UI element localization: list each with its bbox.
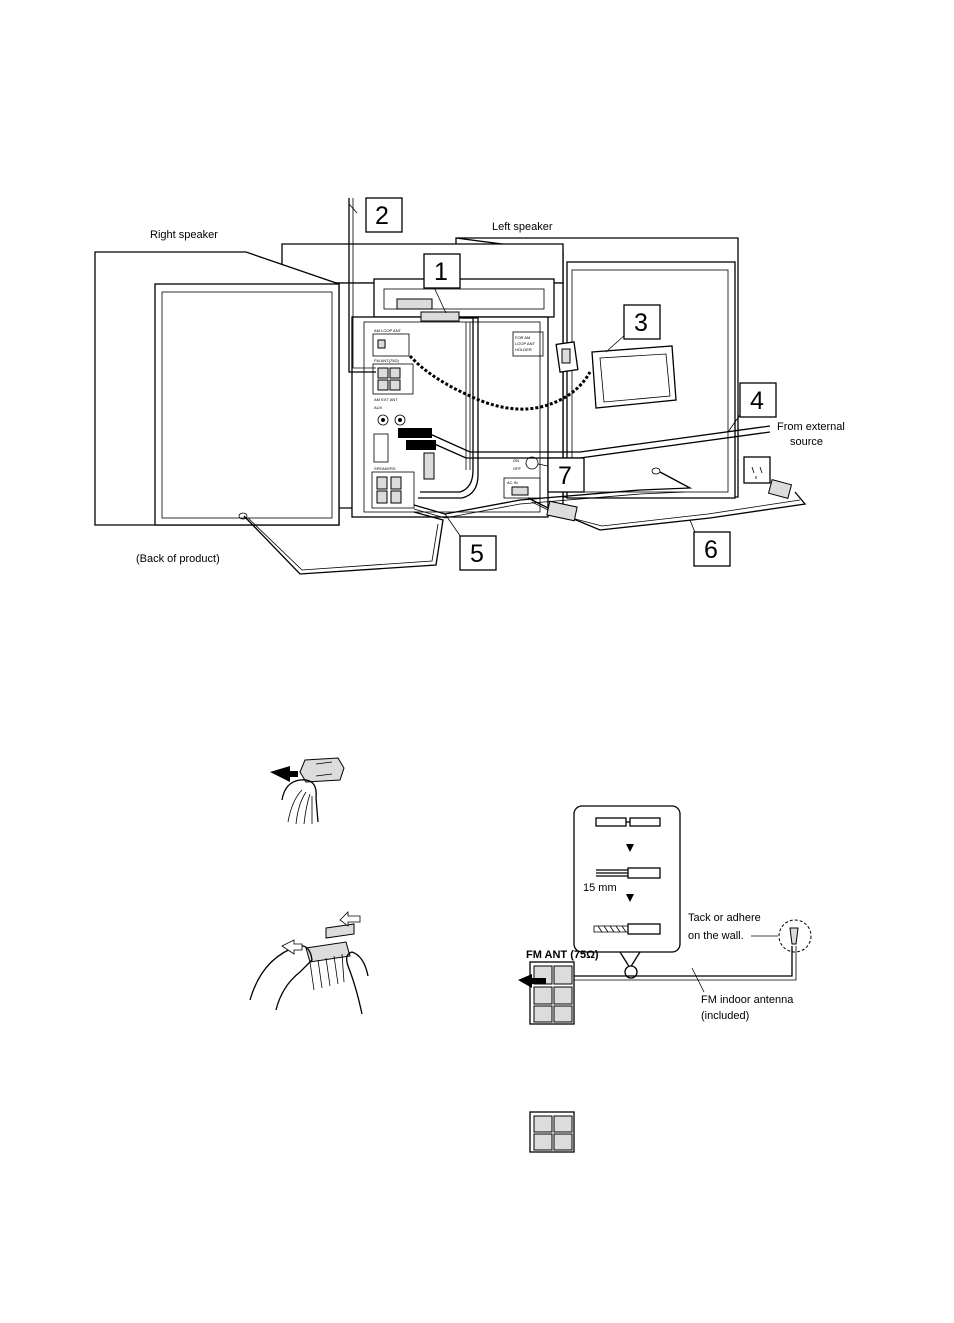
left-speaker-label: Left speaker bbox=[492, 221, 553, 233]
strip-length-label: 15 mm bbox=[583, 882, 617, 894]
callout-5: 5 bbox=[460, 536, 496, 570]
switch-on-label: ON bbox=[513, 458, 519, 463]
am-ext-label: AM EXT ANT bbox=[374, 397, 398, 402]
am-loop-label: AM LOOP ANT bbox=[374, 328, 402, 333]
fm-ant-label: FM ANT(75Ω) bbox=[374, 358, 399, 363]
connector-insert-illustration bbox=[270, 758, 344, 824]
callout-2: 2 bbox=[366, 198, 402, 232]
switch-off-label: OFF bbox=[513, 466, 522, 471]
loop-holder-text-1: FOR AM bbox=[515, 335, 530, 340]
right-speaker-label: Right speaker bbox=[150, 229, 218, 241]
callout-4: 4 bbox=[740, 383, 776, 417]
from-external-label: From external bbox=[777, 421, 845, 433]
main-diagram: AM LOOP ANT FM ANT(75Ω) AM EXT ANT AUX S… bbox=[95, 198, 845, 574]
callout-7-number: 7 bbox=[558, 462, 572, 490]
callout-1: 1 bbox=[424, 254, 460, 288]
callout-7: 7 bbox=[548, 458, 584, 492]
from-external-source-label: source bbox=[790, 436, 823, 448]
connector-remove-illustration bbox=[250, 912, 368, 1014]
tack-label-1: Tack or adhere bbox=[688, 912, 761, 924]
callout-4-number: 4 bbox=[750, 387, 764, 415]
small-terminal-illustration bbox=[530, 1112, 574, 1152]
callout-3-number: 3 bbox=[634, 309, 648, 337]
indoor-antenna-label-1: FM indoor antenna bbox=[701, 994, 794, 1006]
fm-ant-terminal-label: FM ANT (75Ω) bbox=[526, 949, 599, 961]
speakers-label: SPEAKERS bbox=[374, 466, 396, 471]
fm-antenna-detail: 15 mm FM ANT (75Ω) Tack or adhere on the… bbox=[518, 806, 811, 1024]
callout-5-number: 5 bbox=[470, 540, 484, 568]
indoor-antenna-label-2: (included) bbox=[701, 1010, 749, 1022]
callout-2-number: 2 bbox=[375, 202, 389, 230]
ac-in-label: AC IN bbox=[507, 480, 518, 485]
callout-6: 6 bbox=[694, 532, 730, 566]
callout-6-number: 6 bbox=[704, 536, 718, 564]
aux-label: AUX bbox=[374, 405, 383, 410]
tack-label-2: on the wall. bbox=[688, 930, 744, 942]
loop-holder-text-2: LOOP ANT bbox=[515, 341, 535, 346]
back-of-product-label: (Back of product) bbox=[136, 553, 220, 565]
right-speaker bbox=[95, 252, 339, 525]
callout-3: 3 bbox=[624, 305, 660, 339]
loop-holder-text-3: HOLDER bbox=[515, 347, 532, 352]
callout-1-number: 1 bbox=[434, 258, 448, 286]
